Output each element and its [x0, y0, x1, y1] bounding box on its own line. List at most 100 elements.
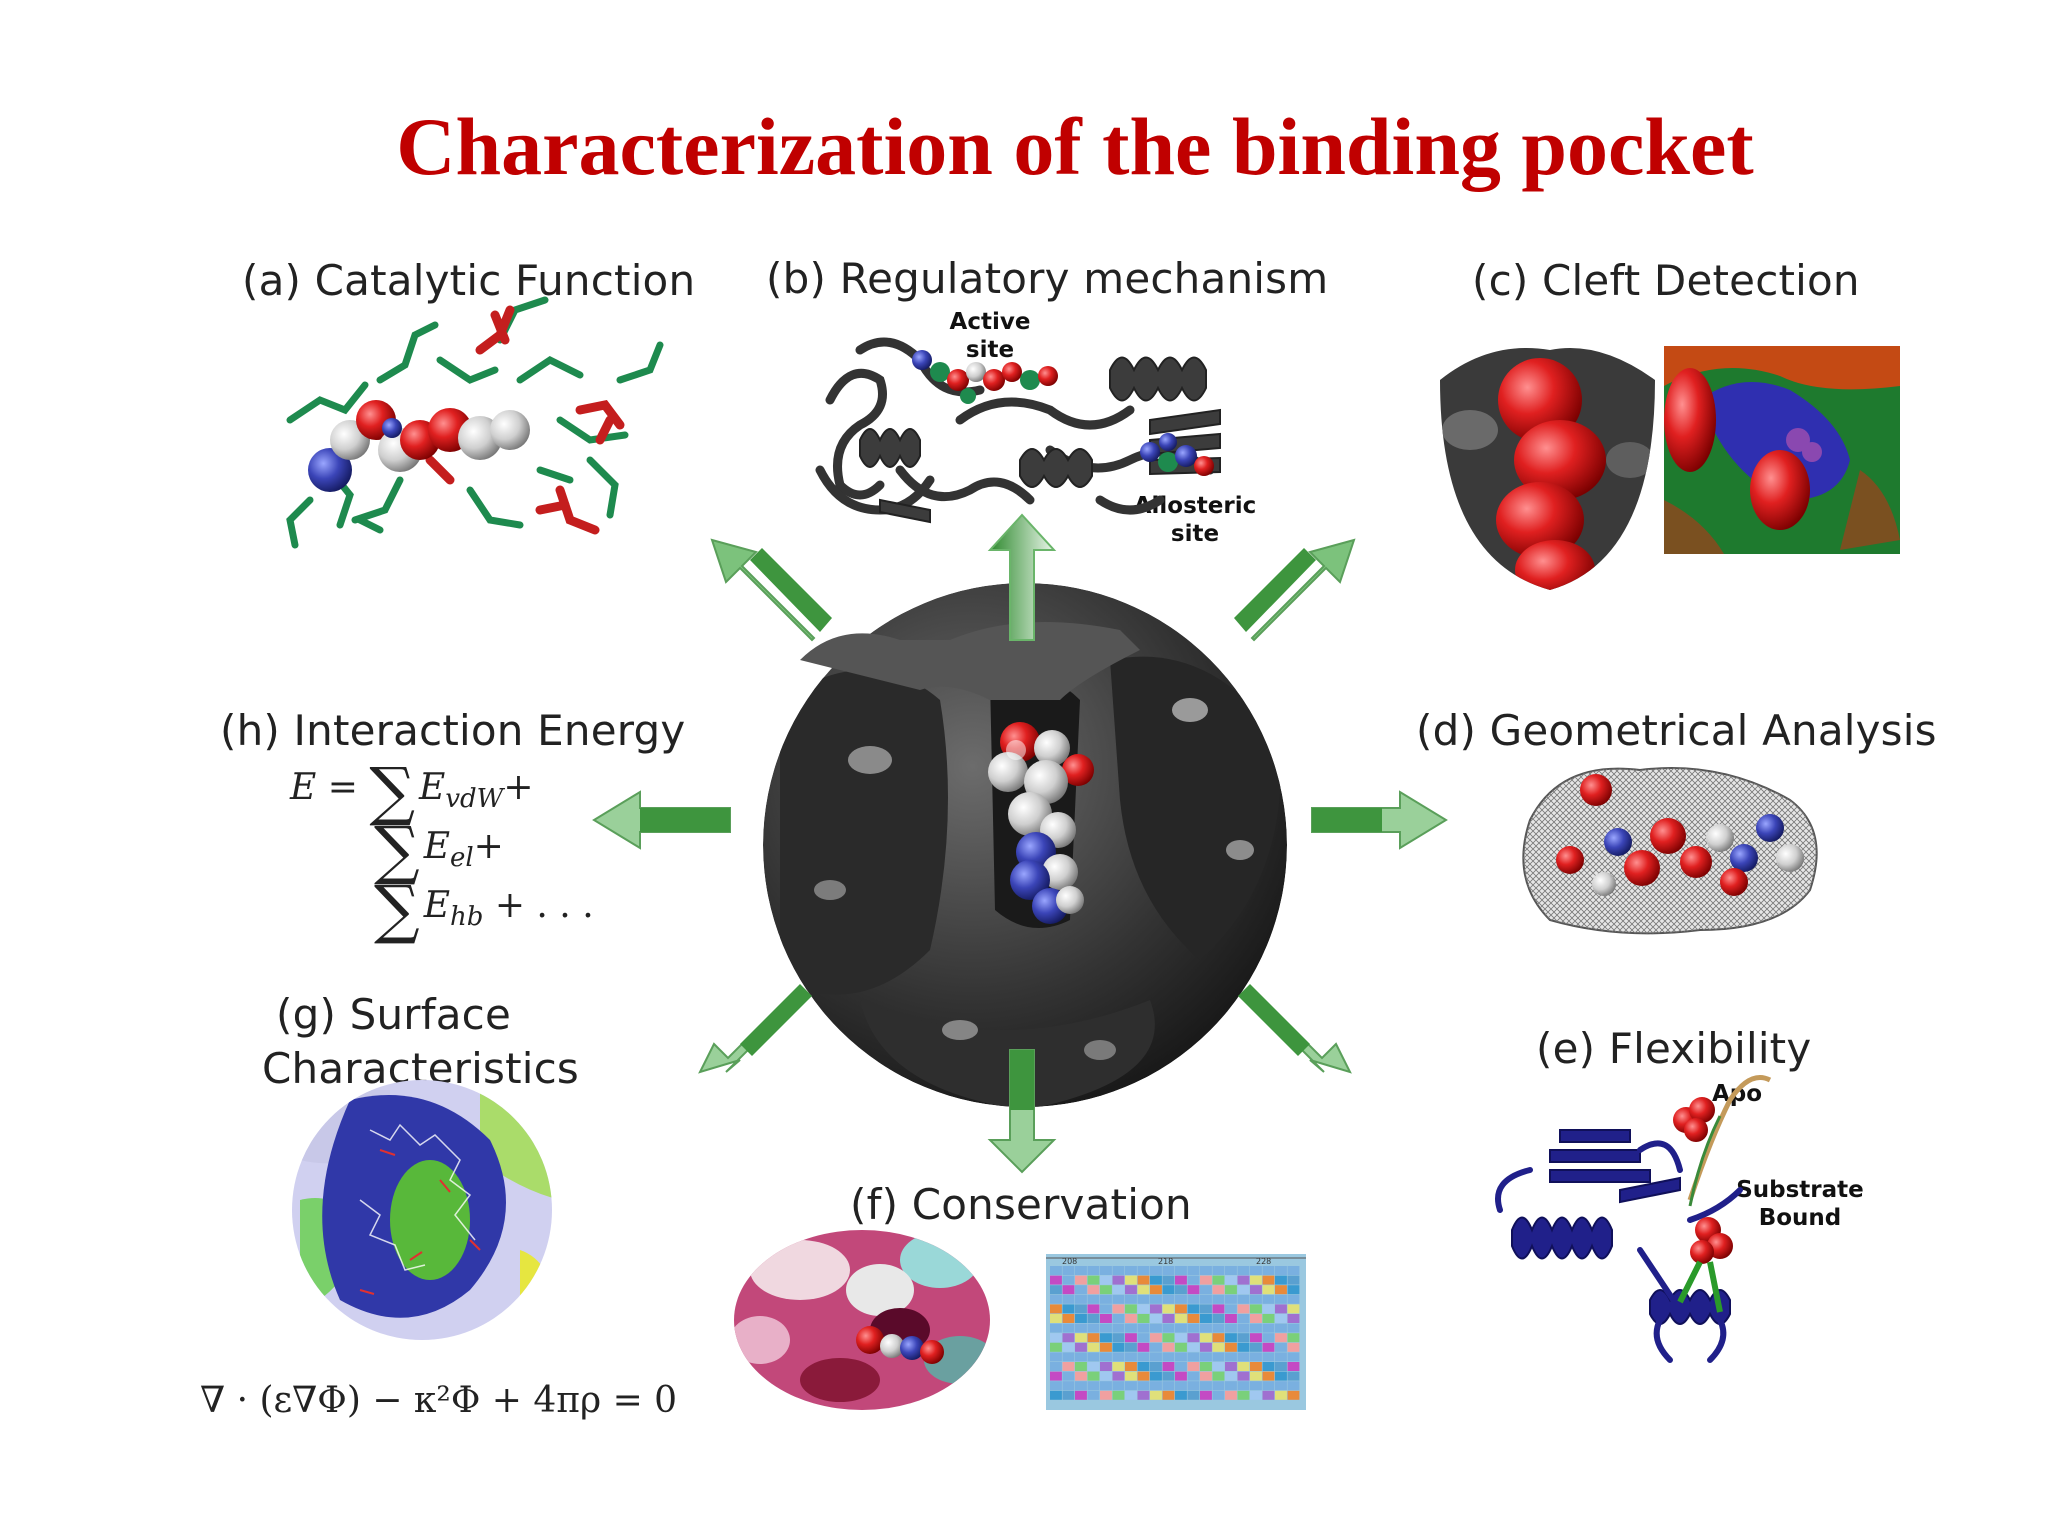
alignment-cell	[1125, 1333, 1137, 1343]
alignment-cell	[1262, 1381, 1275, 1391]
alignment-cell	[1250, 1390, 1262, 1400]
alignment-cell	[1187, 1342, 1200, 1352]
panel-label-flexibility: (e) Flexibility	[1536, 1024, 1812, 1073]
alignment-cell	[1062, 1323, 1075, 1333]
alignment-cell	[1287, 1304, 1300, 1314]
alignment-cell	[1125, 1285, 1137, 1295]
alignment-cell	[1212, 1294, 1225, 1304]
alignment-cell	[1100, 1285, 1112, 1295]
alignment-cell	[1087, 1362, 1100, 1371]
alignment-cell	[1050, 1323, 1062, 1333]
alignment-cell	[1112, 1304, 1125, 1314]
alignment-cell	[1275, 1323, 1287, 1333]
alignment-cell	[1100, 1352, 1112, 1362]
alignment-cell	[1225, 1352, 1237, 1362]
alignment-cell	[1162, 1294, 1175, 1304]
alignment-cell	[1112, 1371, 1125, 1381]
alignment-cell	[1150, 1390, 1162, 1400]
flexibility-ribbon-model	[1495, 1075, 1772, 1363]
arrow-right	[1311, 790, 1448, 850]
alignment-cell	[1225, 1323, 1237, 1333]
alignment-cell	[1112, 1314, 1125, 1323]
alignment-cell	[1062, 1266, 1075, 1275]
panel-label-cleft-detection: (c) Cleft Detection	[1472, 256, 1860, 305]
conservation-surface	[734, 1230, 990, 1410]
alignment-cell	[1200, 1390, 1212, 1400]
alignment-cell	[1150, 1362, 1162, 1371]
alignment-cell	[1087, 1342, 1100, 1352]
alignment-cell	[1050, 1371, 1062, 1381]
alignment-cell	[1137, 1275, 1150, 1285]
alignment-cell	[1162, 1342, 1175, 1352]
alignment-cell	[1050, 1314, 1062, 1323]
alignment-cell	[1250, 1304, 1262, 1314]
alignment-cell	[1087, 1304, 1100, 1314]
alignment-cell	[1200, 1285, 1212, 1295]
alignment-cell	[1287, 1266, 1300, 1275]
alignment-cell	[1075, 1333, 1087, 1343]
alignment-cell	[1162, 1266, 1175, 1275]
alignment-cell	[1112, 1266, 1125, 1275]
alignment-cell	[1187, 1390, 1200, 1400]
alignment-cell	[1250, 1294, 1262, 1304]
alignment-cell	[1150, 1381, 1162, 1391]
alignment-cell	[1275, 1352, 1287, 1362]
alignment-cell	[1275, 1314, 1287, 1323]
alignment-cell	[1287, 1323, 1300, 1333]
alignment-cell	[1225, 1314, 1237, 1323]
catalytic-stick-model	[286, 296, 664, 549]
alignment-cell	[1112, 1362, 1125, 1371]
alignment-cell	[1187, 1285, 1200, 1295]
alignment-cell	[1250, 1285, 1262, 1295]
alignment-cell	[1150, 1294, 1162, 1304]
alignment-cell	[1250, 1323, 1262, 1333]
alignment-cell	[1062, 1390, 1075, 1400]
alignment-cell	[1212, 1333, 1225, 1343]
alignment-cell	[1150, 1333, 1162, 1343]
alignment-cell	[1075, 1275, 1087, 1285]
arrow-left	[592, 790, 731, 850]
alignment-cell	[1112, 1275, 1125, 1285]
central-ligand	[988, 722, 1094, 924]
alignment-cell	[1175, 1333, 1187, 1343]
alignment-cell	[1125, 1275, 1137, 1285]
alignment-cell	[1075, 1352, 1087, 1362]
panel-label-catalytic-function: (a) Catalytic Function	[242, 256, 696, 305]
alignment-cell	[1162, 1390, 1175, 1400]
alignment-cell	[1275, 1275, 1287, 1285]
alignment-cell	[1062, 1342, 1075, 1352]
alignment-cell	[1087, 1285, 1100, 1295]
alignment-cell	[1112, 1352, 1125, 1362]
alignment-cell	[1187, 1333, 1200, 1343]
alignment-cell	[1137, 1294, 1150, 1304]
alignment-cell	[1200, 1333, 1212, 1343]
alignment-cell	[1150, 1323, 1162, 1333]
alignment-cell	[1050, 1294, 1062, 1304]
alignment-cell	[1100, 1333, 1112, 1343]
alignment-cell	[1125, 1304, 1137, 1314]
alignment-cell	[1050, 1362, 1062, 1371]
alignment-cell	[1187, 1352, 1200, 1362]
alignment-cell	[1112, 1342, 1125, 1352]
alignment-cell	[1137, 1381, 1150, 1391]
arrow-down-right	[1238, 984, 1352, 1074]
alignment-cell	[1112, 1390, 1125, 1400]
alignment-cell	[1287, 1285, 1300, 1295]
alignment-cell	[1250, 1266, 1262, 1275]
alignment-cell	[1262, 1323, 1275, 1333]
alignment-cell	[1200, 1371, 1212, 1381]
alignment-cell	[1275, 1390, 1287, 1400]
alignment-cell	[1262, 1342, 1275, 1352]
alignment-cell	[1050, 1333, 1062, 1343]
alignment-cell	[1162, 1323, 1175, 1333]
alignment-cell	[1087, 1294, 1100, 1304]
alignment-cell	[1137, 1342, 1150, 1352]
alignment-cell	[1275, 1333, 1287, 1343]
alignment-cell	[1262, 1275, 1275, 1285]
alignment-cell	[1250, 1362, 1262, 1371]
alignment-cell	[1212, 1275, 1225, 1285]
alignment-cell	[1200, 1362, 1212, 1371]
alignment-cell	[1162, 1371, 1175, 1381]
panel-label-interaction-energy: (h) Interaction Energy	[220, 706, 686, 755]
